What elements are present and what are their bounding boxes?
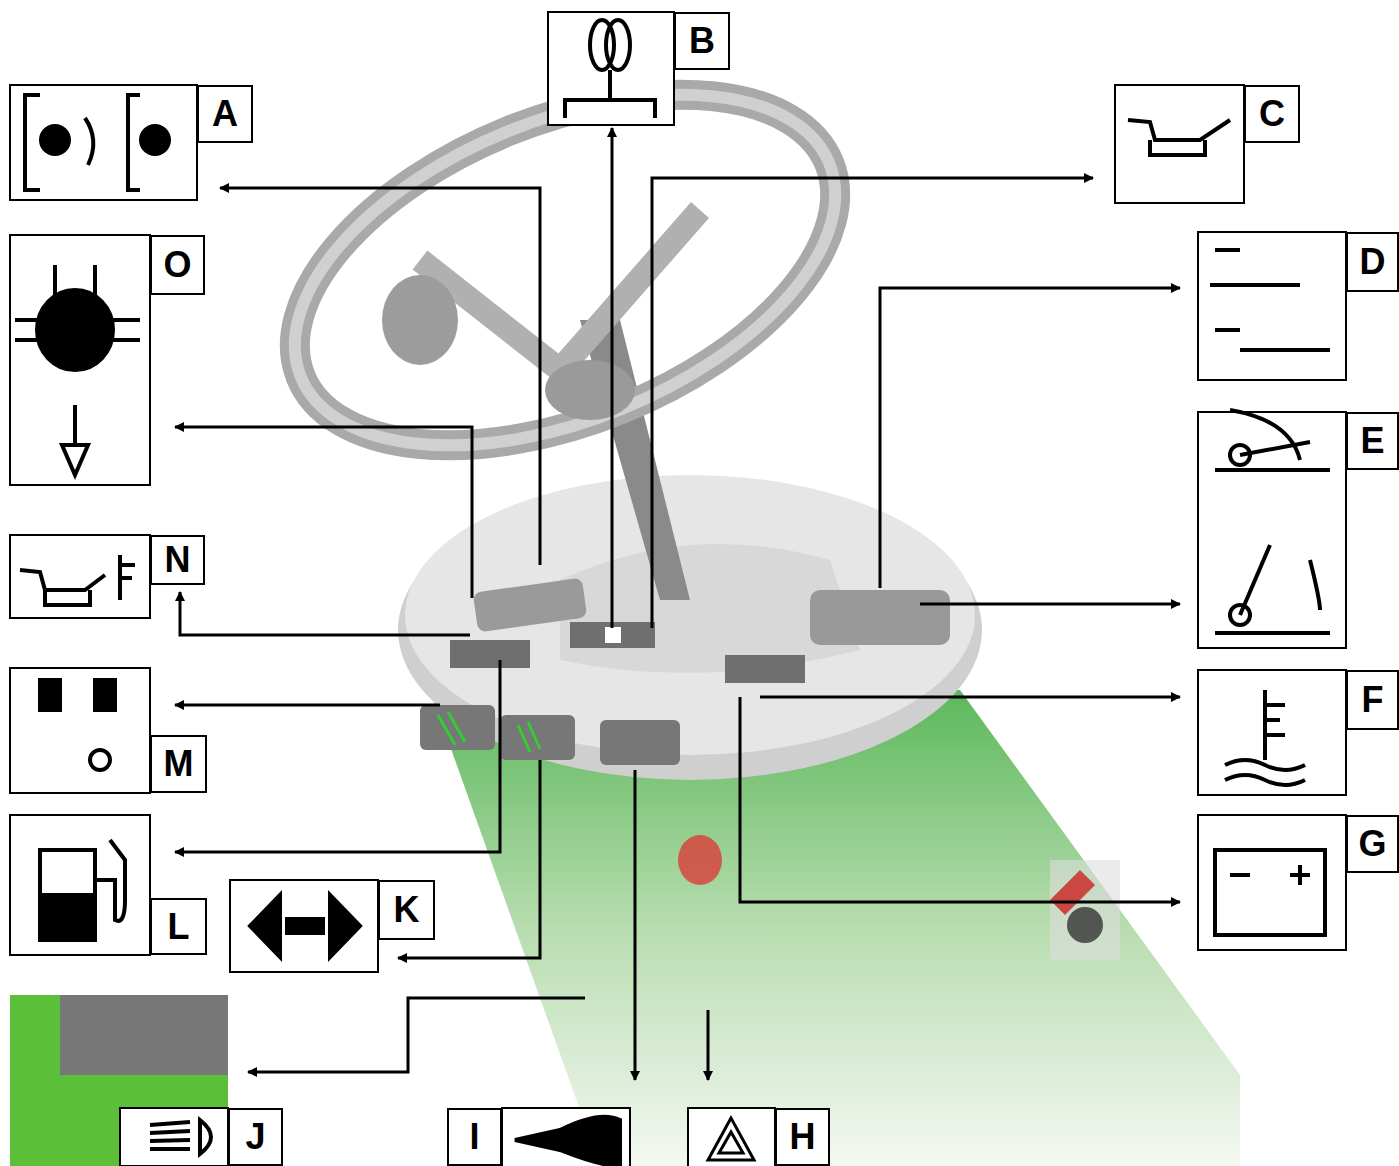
callout-letter-box: E — [1346, 412, 1399, 470]
callout-letter-box: G — [1346, 815, 1399, 873]
callout-letter-box: L — [150, 898, 207, 955]
callout-letter-box: M — [150, 735, 207, 793]
callout-letter: M — [164, 746, 194, 782]
callout-letter-box: B — [674, 12, 730, 70]
callout-letter-box: I — [447, 1108, 502, 1166]
callout-letter-box: N — [150, 535, 205, 585]
callout-letter: E — [1360, 423, 1384, 459]
callout-letter: F — [1362, 682, 1384, 718]
callout-letter: A — [212, 96, 238, 132]
callout-letter: B — [689, 23, 715, 59]
callout-letter-box: D — [1346, 232, 1399, 292]
callout-letter-box: J — [228, 1108, 283, 1166]
callout-letter-box: H — [775, 1108, 830, 1166]
callout-letter-box: O — [150, 235, 205, 295]
callout-letter: N — [165, 542, 191, 578]
callout-letter: H — [790, 1119, 816, 1155]
callout-letter-box: F — [1346, 670, 1399, 730]
callout-letter: D — [1360, 244, 1386, 280]
callout-letter: I — [469, 1119, 479, 1155]
callout-letter-box: C — [1244, 85, 1300, 143]
callout-letter: O — [163, 247, 191, 283]
callout-letter: K — [394, 892, 420, 928]
callout-letter: L — [168, 909, 190, 945]
callout-letter-box: A — [197, 85, 253, 143]
callout-letter: G — [1358, 826, 1386, 862]
callout-letter: C — [1259, 96, 1285, 132]
callout-letter: J — [245, 1119, 265, 1155]
callout-letter-box: K — [378, 880, 435, 940]
